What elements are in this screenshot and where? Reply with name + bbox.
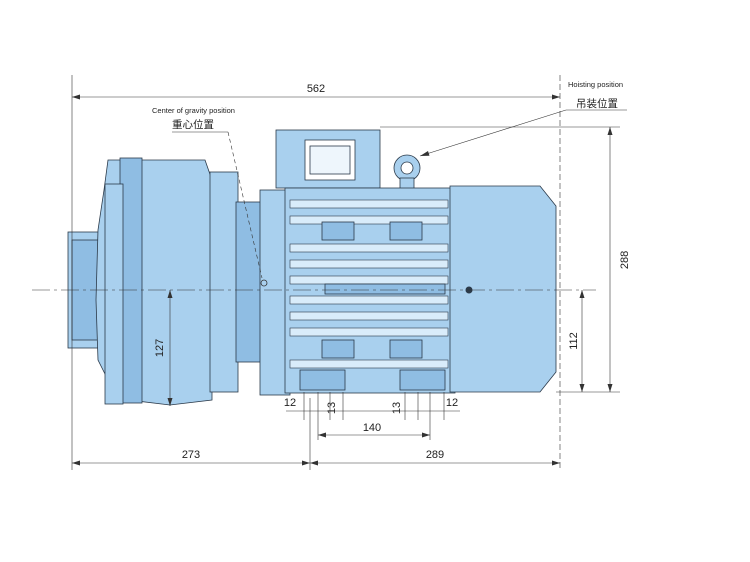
dim-foot-details: 140 12 12 13 13 [284,392,460,440]
dim-height: 288 [380,126,631,393]
dim-shaft-height: 112 [568,290,585,392]
dim-foot-width-right-label: 12 [446,397,458,409]
dim-flange-to-motor-label: 273 [182,449,200,461]
dim-shaft-height-label: 112 [568,332,580,350]
hoist-annotation: Hoisting position 吊装位置 [419,80,627,157]
motor-foot-left [299,369,346,391]
coupling-flange [209,171,239,393]
fan-cover [449,185,557,393]
dim-cog-height-label: 127 [154,339,166,357]
cog-label-en: Center of gravity position [152,106,235,115]
dim-overall-length: 562 [71,75,561,470]
hoist-label-en: Hoisting position [568,80,623,89]
motor-foot-right [399,369,446,391]
cooling-fins [289,199,449,369]
pump-motor-assembly [67,129,557,406]
cog-annotation: Center of gravity position 重心位置 [152,106,268,287]
cog-marker-icon [260,279,268,287]
cog-label-cn: 重心位置 [172,118,214,131]
dim-overall-length-label: 562 [307,83,325,95]
dim-motor-length-label: 289 [426,449,444,461]
dim-hole-left-label: 13 [326,402,338,414]
dim-foot-width-left-label: 12 [284,397,296,409]
dim-foot-spacing-label: 140 [363,422,381,434]
dim-hole-right-label: 13 [391,402,403,414]
dim-bottom-lengths: 273 289 [72,398,560,470]
hoist-label-cn: 吊装位置 [576,97,618,110]
dim-cog-height: 127 [154,290,173,406]
dim-height-label: 288 [619,251,631,269]
nameplate-icon [309,145,351,175]
